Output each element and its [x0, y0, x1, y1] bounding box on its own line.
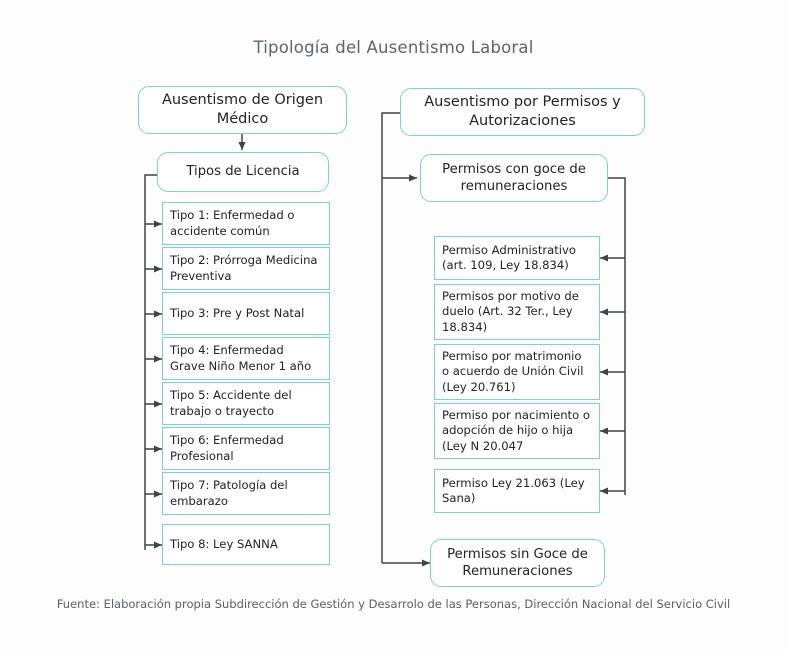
node-permisos-sin-goce[interactable]: Permisos sin Goce de Remuneraciones	[430, 539, 605, 587]
node-permiso-nacimiento-adopcion[interactable]: Permiso por nacimiento o adopción de hij…	[434, 403, 600, 459]
node-licencia-tipo-5[interactable]: Tipo 5: Accidente del trabajo o trayecto	[162, 382, 330, 425]
node-licencia-tipo-8[interactable]: Tipo 8: Ley SANNA	[162, 524, 330, 565]
source-note: Fuente: Elaboración propia Subdirección …	[56, 597, 731, 611]
node-permiso-administrativo[interactable]: Permiso Administrativo (art. 109, Ley 18…	[434, 236, 600, 280]
node-left-root[interactable]: Ausentismo de Origen Médico	[138, 86, 347, 134]
node-permisos-con-goce[interactable]: Permisos con goce de remuneraciones	[420, 154, 608, 202]
node-licencia-tipo-3[interactable]: Tipo 3: Pre y Post Natal	[162, 292, 330, 335]
node-licencia-tipo-2[interactable]: Tipo 2: Prórroga Medicina Preventiva	[162, 247, 330, 290]
node-permiso-matrimonio-union-civil[interactable]: Permiso por matrimonio o acuerdo de Unió…	[434, 344, 600, 400]
node-tipos-de-licencia[interactable]: Tipos de Licencia	[157, 152, 329, 192]
node-right-root[interactable]: Ausentismo por Permisos y Autorizaciones	[400, 88, 645, 136]
node-licencia-tipo-4[interactable]: Tipo 4: Enfermedad Grave Niño Menor 1 añ…	[162, 337, 330, 380]
node-permiso-duelo[interactable]: Permisos por motivo de duelo (Art. 32 Te…	[434, 284, 600, 340]
page-title: Tipología del Ausentismo Laboral	[253, 38, 534, 57]
node-licencia-tipo-6[interactable]: Tipo 6: Enfermedad Profesional	[162, 427, 330, 470]
node-licencia-tipo-1[interactable]: Tipo 1: Enfermedad o accidente común	[162, 202, 330, 245]
node-licencia-tipo-7[interactable]: Tipo 7: Patología del embarazo	[162, 472, 330, 515]
node-permiso-ley-sana[interactable]: Permiso Ley 21.063 (Ley Sana)	[434, 469, 600, 513]
